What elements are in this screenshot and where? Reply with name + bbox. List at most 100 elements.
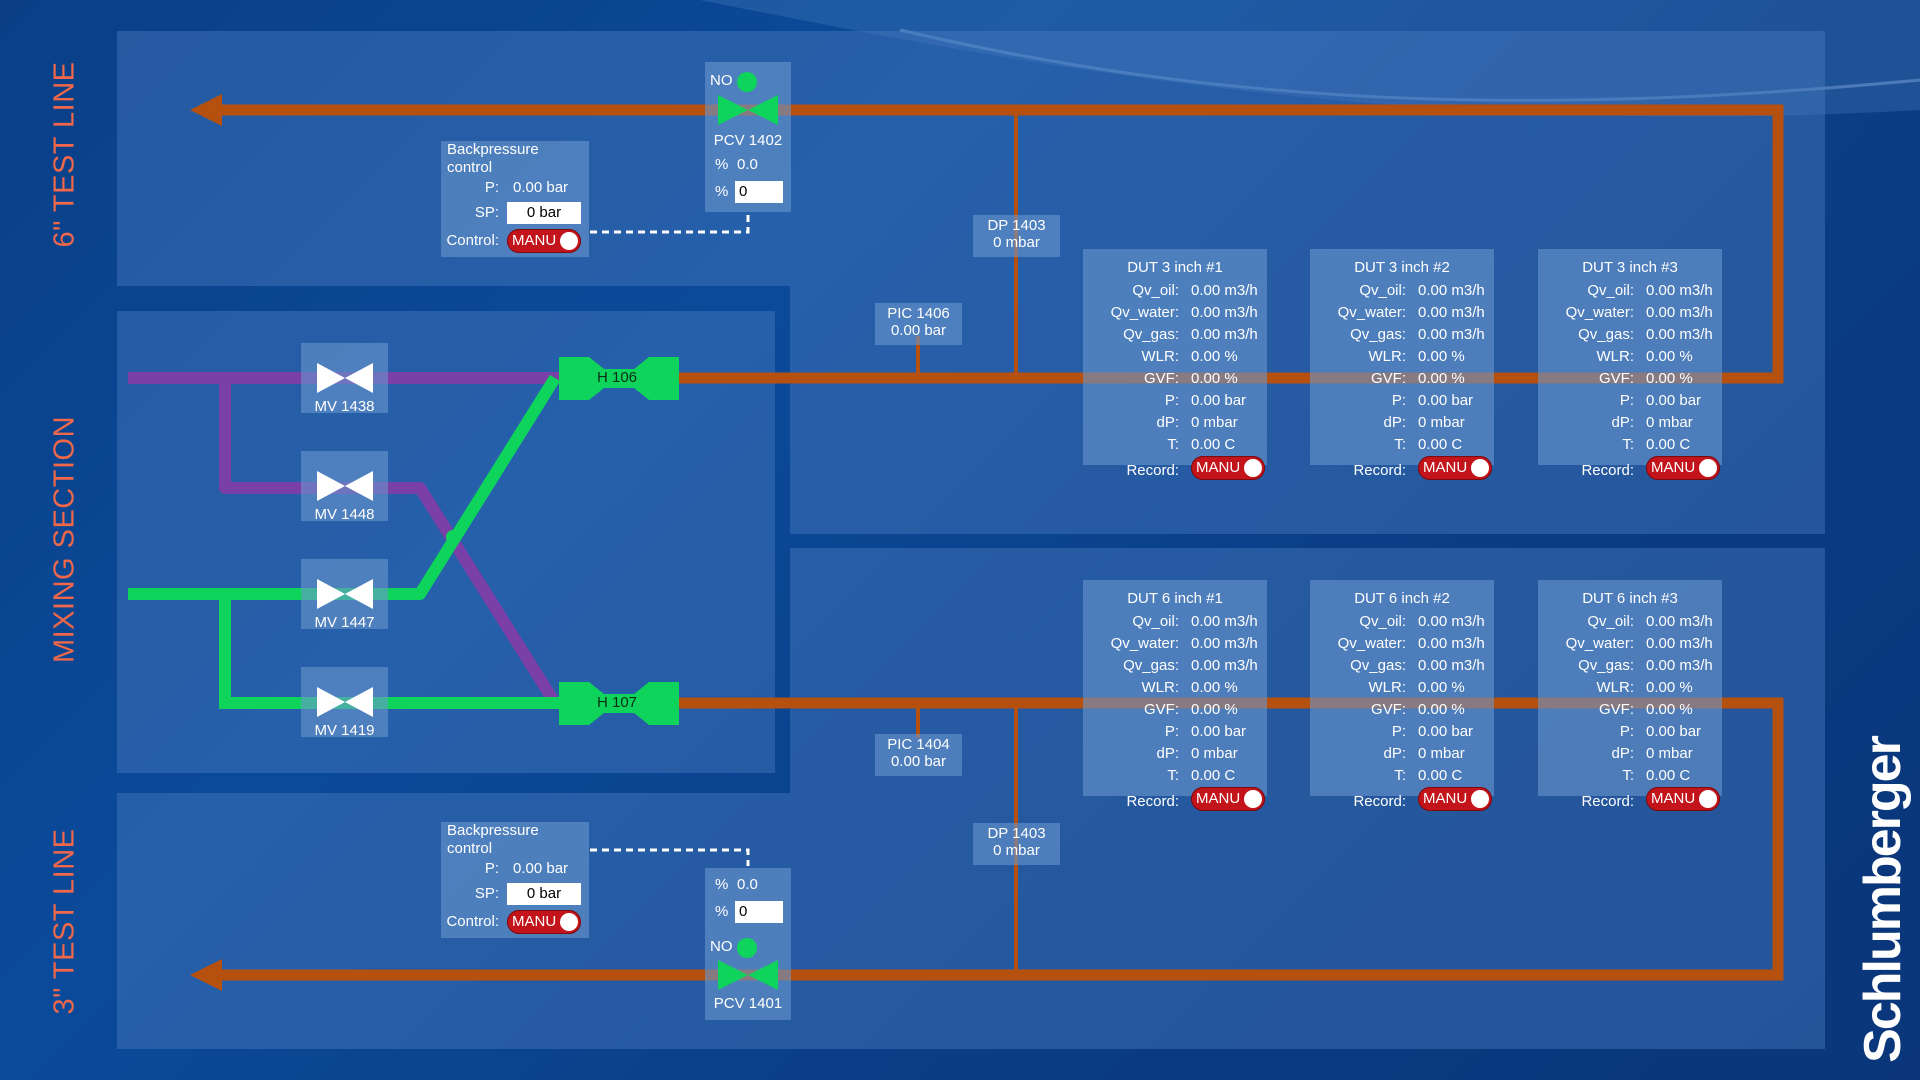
dut-row: GVF:0.00 % (1538, 698, 1722, 720)
dut-row-label: T: (1394, 435, 1406, 453)
pcv1402-panel: NO PCV 1402 % 0.0 % 0 (705, 62, 791, 212)
dut-title: DUT 3 inch #1 (1127, 259, 1223, 276)
dut-row: dP:0 mbar (1538, 411, 1722, 433)
dut-row: P:0.00 bar (1538, 720, 1722, 742)
dut-row-value: 0 mbar (1191, 413, 1238, 431)
dut-row-value: 0.00 m3/h (1418, 325, 1485, 343)
status-indicator-icon (737, 72, 757, 92)
green-line-branch (219, 594, 560, 709)
dut-row-value: 0.00 % (1418, 369, 1465, 387)
dut-row-value: 0 mbar (1646, 744, 1693, 762)
pic1406-box: PIC 1406 0.00 bar (875, 303, 962, 345)
dut-row-label: GVF: (1143, 700, 1179, 718)
dut-row: Qv_oil:0.00 m3/h (1538, 610, 1722, 632)
pcv1402-setpoint-input[interactable]: 0 (735, 181, 783, 203)
bp-top-sp-input[interactable]: 0 bar (507, 202, 581, 224)
dut-row: Qv_oil:0.00 m3/h (1083, 610, 1267, 632)
dut-row: dP:0 mbar (1083, 742, 1267, 764)
butterfly-valve-icon (316, 687, 373, 717)
dut-record-row: Record:MANU (1538, 455, 1722, 485)
dut-row-value: 0.00 m3/h (1191, 634, 1258, 652)
dut-record-toggle[interactable]: MANU (1191, 456, 1265, 480)
dut-row-label: WLR: (1141, 678, 1180, 696)
bp-bottom-title: Backpressure control (447, 822, 539, 857)
toggle-knob-icon (1471, 459, 1489, 477)
dut-row-value: 0 mbar (1418, 744, 1465, 762)
pcv1401-pct-value: 0.0 (737, 876, 758, 893)
dut-title: DUT 6 inch #2 (1354, 590, 1450, 607)
pcv1402-status: NO (710, 72, 733, 89)
dut-row: Qv_water: 0.00 m3/h (1310, 301, 1494, 323)
dut-row: P:0.00 bar (1310, 720, 1494, 742)
dut-row-label: Qv_gas: (1350, 656, 1406, 674)
dut-row-value: 0.00 m3/h (1646, 281, 1713, 299)
dut-row-value: 0.00 % (1418, 347, 1465, 365)
pcv1401-setpoint-input[interactable]: 0 (735, 901, 783, 923)
dut-title: DUT 6 inch #1 (1127, 590, 1223, 607)
dut-record-toggle[interactable]: MANU (1646, 456, 1720, 480)
dut-row: Qv_oil:0.00 m3/h (1083, 279, 1267, 301)
dut-row-label: GVF: (1370, 700, 1406, 718)
mv1438-valve[interactable]: MV 1438 (301, 343, 388, 415)
h107-valve[interactable]: H 107 (559, 682, 679, 725)
dut-record-toggle[interactable]: MANU (1646, 787, 1720, 811)
dut-row-value: 0.00 m3/h (1418, 303, 1485, 321)
dut-row-value: 0.00 m3/h (1418, 281, 1485, 299)
dut-row-label: Qv_water: (1337, 303, 1406, 321)
dut-row-value: 0.00 bar (1646, 722, 1702, 740)
dut-row-value: 0.00 m3/h (1418, 634, 1485, 652)
dut-row: T:0.00 C (1083, 764, 1267, 786)
bp-bottom-sp-label: SP: (474, 885, 499, 902)
dut-row-label: Qv_gas: (1123, 325, 1179, 343)
dut-title: DUT 6 inch #3 (1582, 590, 1678, 607)
dut-row-label: GVF: (1370, 369, 1406, 387)
dut-row-value: 0.00 % (1191, 369, 1238, 387)
bp-top-control-toggle[interactable]: MANU (507, 229, 581, 253)
dut-record-toggle[interactable]: MANU (1418, 787, 1492, 811)
dut-row-label: dP: (1156, 744, 1179, 762)
pcv1401-name: PCV 1401 (713, 995, 783, 1012)
mv1419-valve[interactable]: MV 1419 (301, 667, 388, 739)
dp1403-bottom-value: 0 mbar (993, 842, 1040, 859)
dut-row-label: Qv_water: (1110, 634, 1179, 652)
dut-row: dP: 0 mbar (1083, 411, 1267, 433)
dut-record-label: Record: (1353, 792, 1406, 810)
dut-row-label: P: (1391, 391, 1406, 409)
h106-valve[interactable]: H 106 (559, 357, 679, 400)
bp-bottom-sp-input[interactable]: 0 bar (507, 883, 581, 905)
dut-record-row: Record:MANU (1538, 786, 1722, 816)
backpressure-control-bottom: Backpressure control P: 0.00 bar SP: 0 b… (441, 822, 589, 938)
dut-row: P:0.00 bar (1538, 389, 1722, 411)
mv1448-valve[interactable]: MV 1448 (301, 451, 388, 523)
dut-row-value: 0.00 % (1646, 347, 1693, 365)
dut-row-label: Qv_water: (1565, 303, 1634, 321)
dut-record-toggle[interactable]: MANU (1191, 787, 1265, 811)
pcv1401-pct-label: % (715, 876, 729, 893)
dut-row: GVF: 0.00 % (1310, 367, 1494, 389)
dut-row-label: Qv_gas: (1578, 325, 1634, 343)
dut-row: dP:0 mbar (1538, 742, 1722, 764)
mv1447-valve[interactable]: MV 1447 (301, 559, 388, 631)
dut-row-label: dP: (1156, 413, 1179, 431)
dut-row-label: P: (1164, 722, 1179, 740)
three-inch-test-line-panel (117, 793, 1825, 1049)
pcv1402-valve-icon[interactable] (718, 95, 778, 125)
dut-row-value: 0.00 m3/h (1646, 634, 1713, 652)
dut-row: Qv_oil:0.00 m3/h (1310, 279, 1494, 301)
dut-row-value: 0.00 % (1418, 678, 1465, 696)
pic1404-box: PIC 1404 0.00 bar (875, 734, 962, 776)
pcv1401-valve-icon[interactable] (718, 960, 778, 990)
dut-record-row: Record:MANU (1083, 455, 1267, 485)
dut-title: DUT 3 inch #3 (1582, 259, 1678, 276)
dut-row: GVF:0.00 % (1083, 698, 1267, 720)
pcv1402-pct-label: % (715, 156, 729, 173)
dut-row-value: 0.00 % (1191, 347, 1238, 365)
bp-bottom-control-toggle[interactable]: MANU (507, 910, 581, 934)
pic1404-value: 0.00 bar (890, 753, 947, 770)
dut-record-toggle[interactable]: MANU (1418, 456, 1492, 480)
bottom-control-dash (590, 848, 750, 866)
pcv1402-pct-value: 0.0 (737, 156, 758, 173)
dut-record-label: Record: (1126, 792, 1179, 810)
dut-row-value: 0.00 m3/h (1191, 656, 1258, 674)
